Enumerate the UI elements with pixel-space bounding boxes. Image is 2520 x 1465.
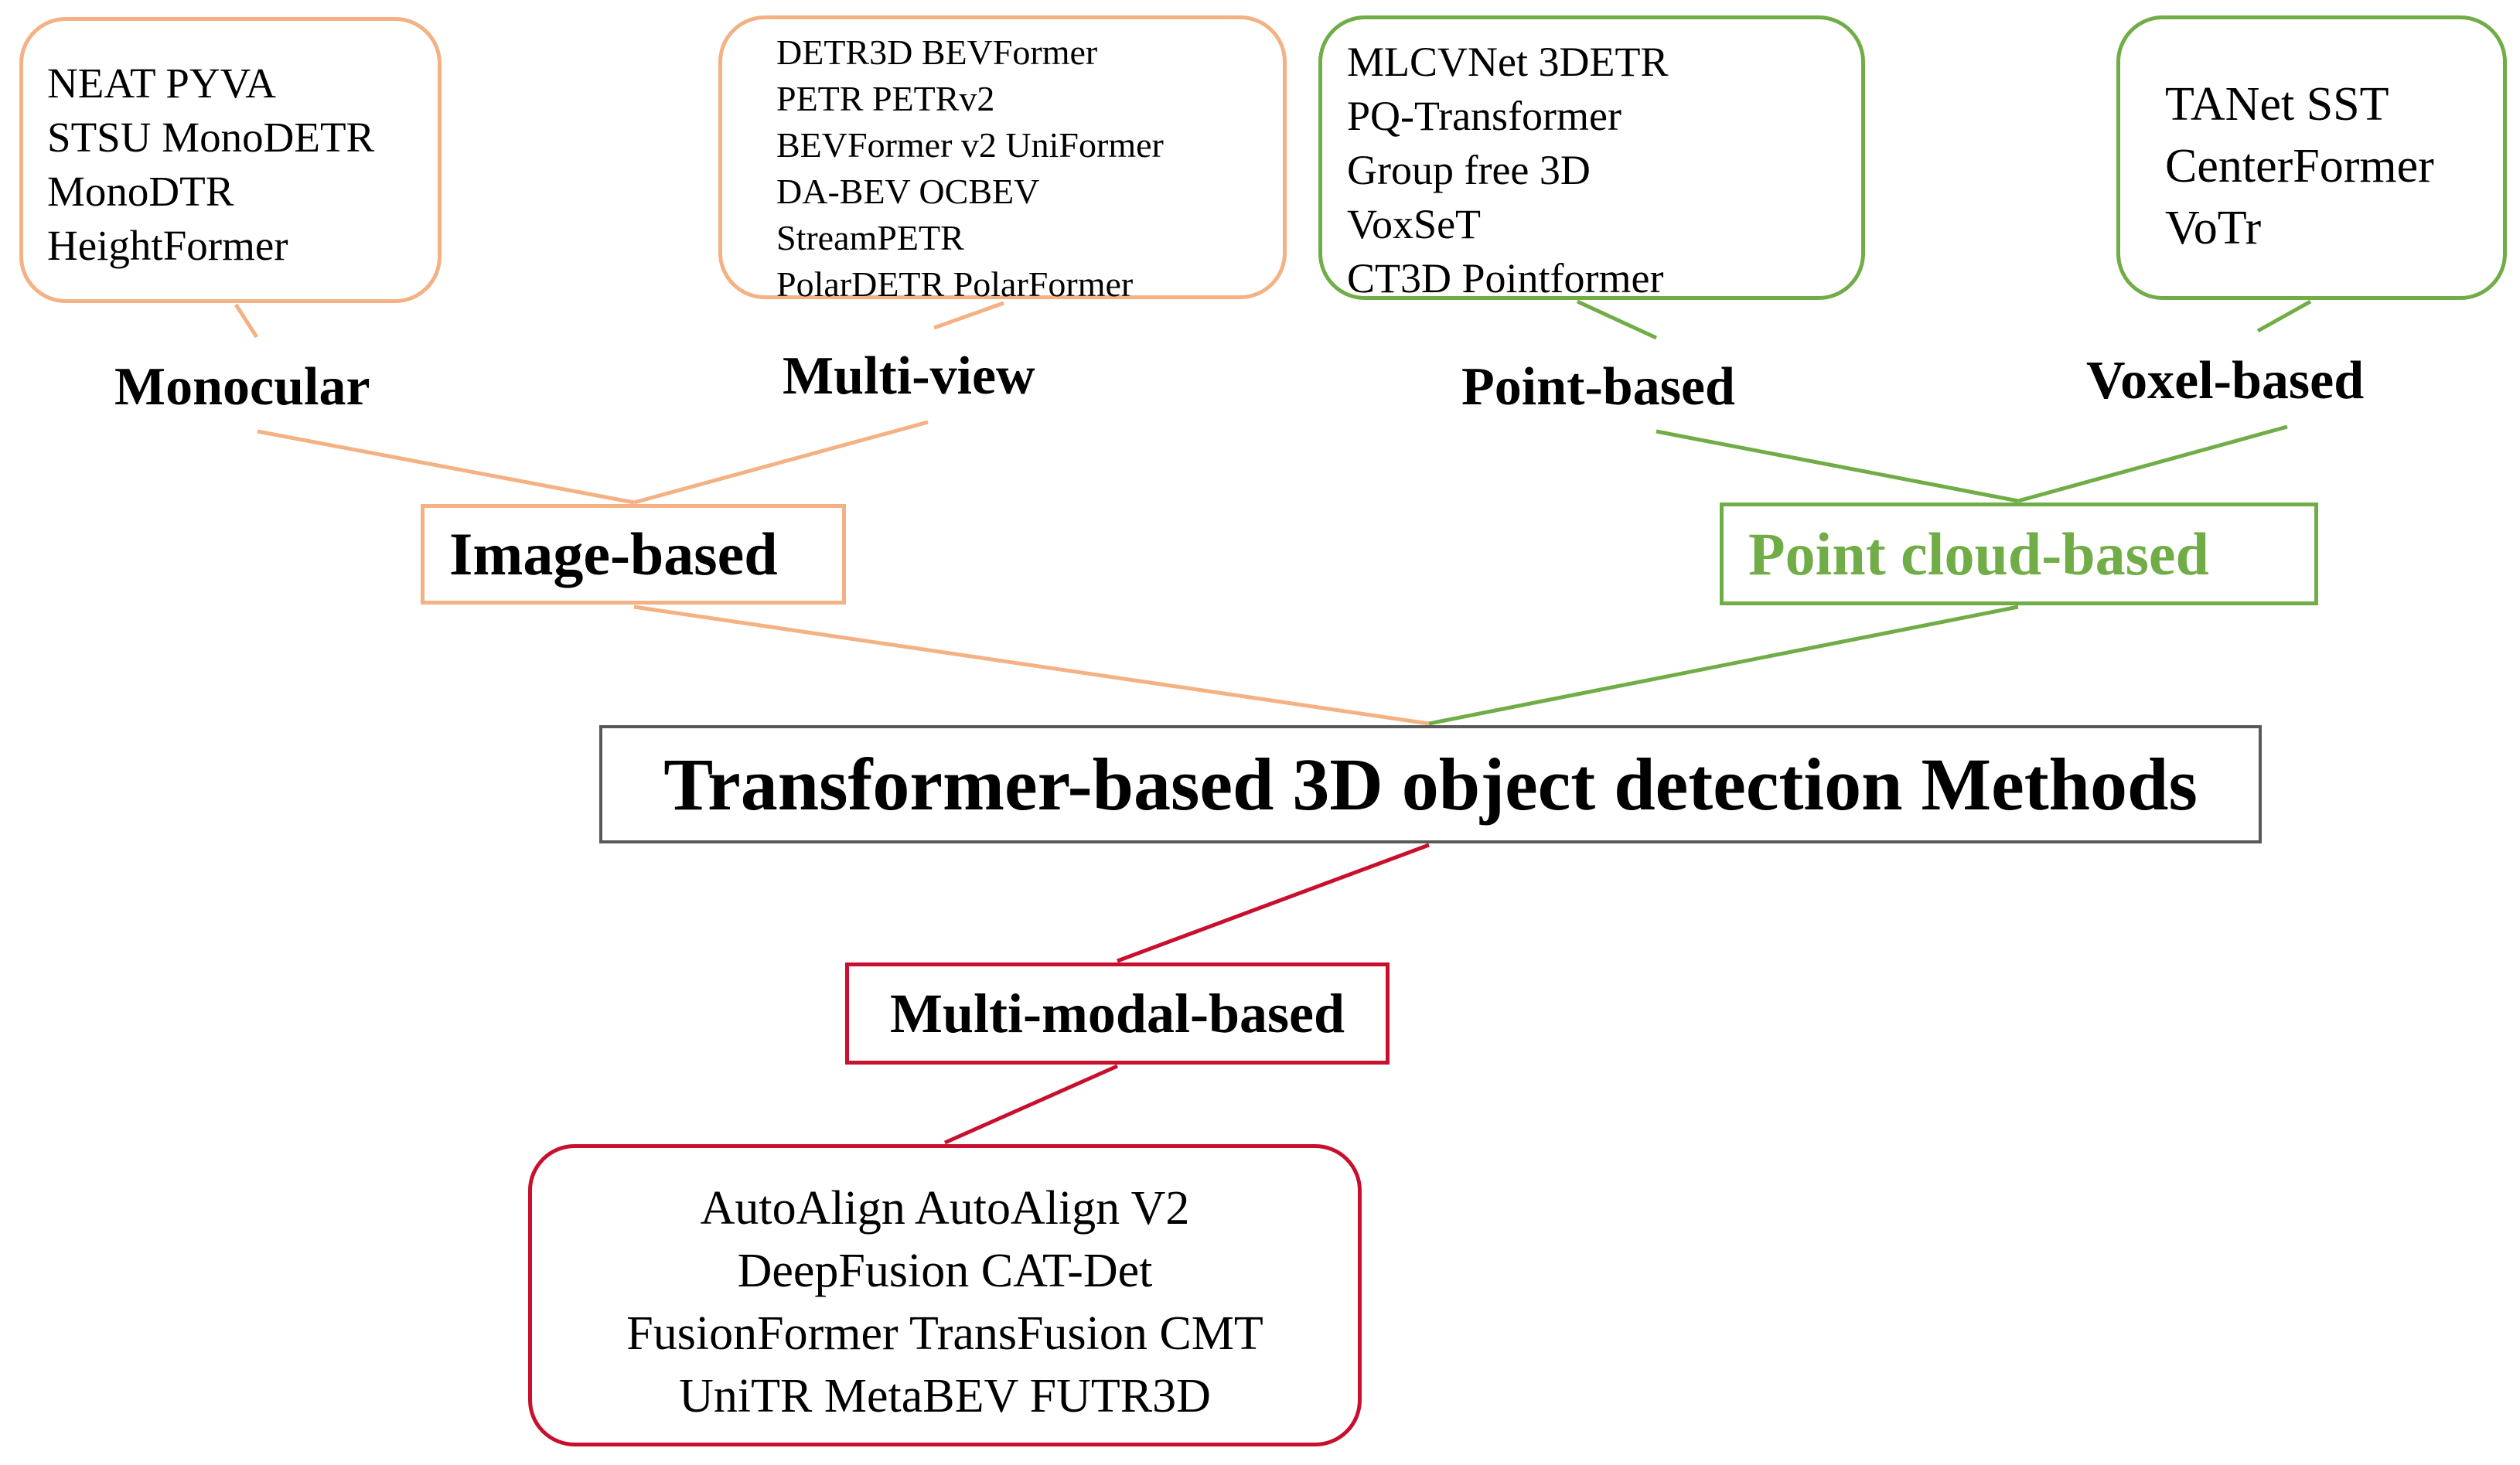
method-line: FusionFormer TransFusion CMT	[626, 1307, 1263, 1360]
method-line: DETR3D BEVFormer	[776, 32, 1098, 72]
voxel-based-methods-box: TANet SST CenterFormer VoTr	[2116, 15, 2507, 300]
method-line: Group free 3D	[1347, 147, 1591, 193]
connector-pointbased-pointcloud	[1656, 429, 2019, 503]
main-title: Transformer-based 3D object detection Me…	[599, 725, 2262, 843]
method-line: PolarDETR PolarFormer	[776, 264, 1134, 304]
method-line: StreamPETR	[776, 218, 964, 257]
method-line: PQ-Transformer	[1347, 93, 1621, 139]
connector-voxelbased-box	[2256, 299, 2312, 333]
point-cloud-based-category: Point cloud-based	[1720, 503, 2318, 605]
multiview-methods-box: DETR3D BEVFormer PETR PETRv2 BEVFormer v…	[718, 15, 1287, 304]
connector-voxelbased-pointcloud	[2017, 424, 2288, 503]
method-line: AutoAlign AutoAlign V2	[700, 1182, 1190, 1235]
connector-multiview-image	[633, 420, 929, 505]
method-line: MLCVNet 3DETR	[1347, 39, 1669, 85]
connector-pointcloud-title	[1428, 605, 2019, 726]
point-based-methods-box: MLCVNet 3DETR PQ-Transformer Group free …	[1318, 15, 1865, 302]
point-based-label: Point-based	[1461, 357, 1735, 417]
connector-pointbased-box	[1576, 299, 1658, 340]
connector-multimodal-box	[943, 1064, 1119, 1145]
method-line: DeepFusion CAT-Det	[737, 1245, 1153, 1297]
method-line: NEAT PYVA	[47, 60, 276, 107]
image-based-category: Image-based	[421, 504, 846, 605]
method-line: CenterFormer	[2165, 140, 2434, 192]
monocular-label: Monocular	[114, 357, 370, 417]
connector-multiview-box	[933, 301, 1004, 330]
multi-modal-methods-box: AutoAlign AutoAlign V2 DeepFusion CAT-De…	[528, 1144, 1362, 1446]
voxel-based-label: Voxel-based	[2086, 351, 2365, 411]
monocular-methods-box: NEAT PYVA STSU MonoDETR MonoDTR HeightFo…	[19, 17, 442, 303]
method-line: DA-BEV OCBEV	[776, 172, 1040, 211]
method-line: PETR PETRv2	[776, 79, 995, 118]
method-line: UniTR MetaBEV FUTR3D	[679, 1370, 1211, 1422]
method-line: CT3D Pointformer	[1347, 255, 1664, 302]
method-line: BEVFormer v2 UniFormer	[776, 125, 1164, 165]
connector-title-multimodal	[1117, 843, 1430, 963]
multiview-label: Multi-view	[783, 346, 1035, 406]
method-line: VoTr	[2165, 202, 2262, 254]
multi-modal-based-category: Multi-modal-based	[845, 962, 1390, 1065]
method-line: STSU MonoDETR	[47, 114, 375, 161]
method-line: HeightFormer	[47, 222, 288, 269]
method-line: TANet SST	[2165, 78, 2389, 131]
connector-monocular-box	[234, 303, 259, 339]
connector-monocular-image	[257, 429, 635, 505]
connector-image-title	[633, 605, 1430, 726]
method-line: VoxSeT	[1347, 201, 1482, 247]
method-line: MonoDTR	[47, 168, 234, 215]
